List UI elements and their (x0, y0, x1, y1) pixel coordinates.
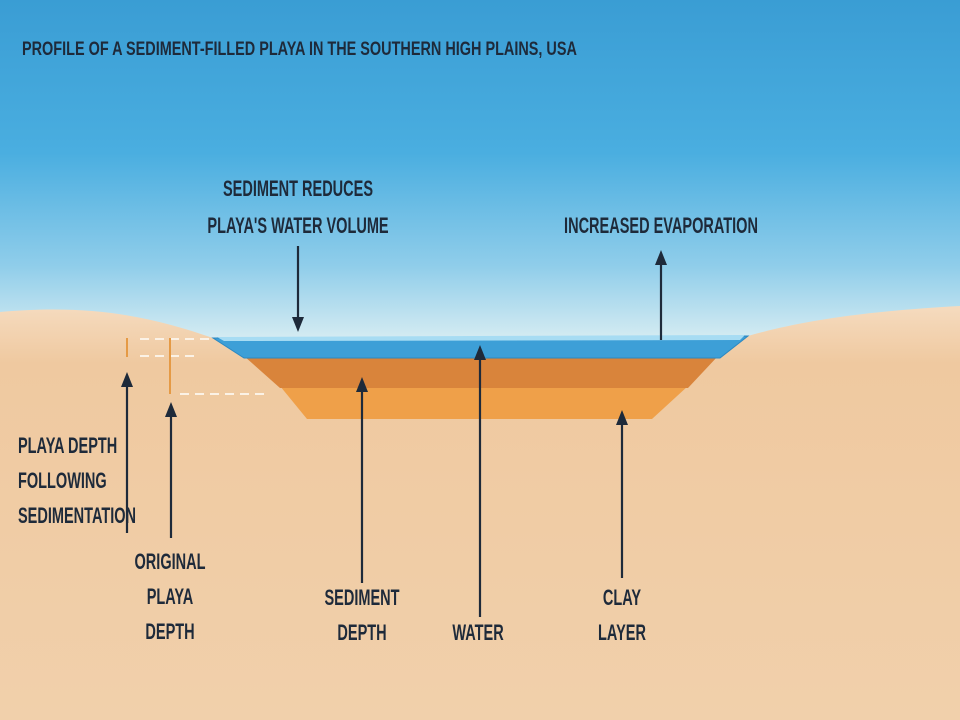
depth-markers (126, 338, 171, 394)
increased-evaporation-text: INCREASED EVAPORATION (564, 213, 758, 238)
arrows (121, 246, 667, 617)
sediment-reduces-label: SEDIMENT REDUCES PLAYA'S WATER VOLUME (192, 170, 403, 244)
diagram-title: PROFILE OF A SEDIMENT-FILLED PLAYA IN TH… (22, 39, 577, 60)
water-arrow (474, 345, 486, 617)
original-playa-depth-label: ORIGINAL PLAYA DEPTH (64, 544, 275, 649)
clay-layer-line-1: CLAY (602, 585, 642, 610)
playa-depth-following-label: PLAYA DEPTH FOLLOWING SEDIMENTATION (18, 428, 136, 533)
sediment-reduces-arrow (292, 246, 304, 332)
sediment-depth-line-1: SEDIMENT (324, 585, 400, 610)
playa-depth-following-line-2: FOLLOWING (18, 468, 107, 493)
following-depth-arrow (121, 372, 133, 533)
clay-layer-line-2: LAYER (598, 620, 646, 645)
sediment-depth-label: SEDIMENT DEPTH (256, 580, 467, 650)
sediment-depth-line-2: DEPTH (337, 620, 387, 645)
water-label: WATER (372, 615, 583, 650)
evaporation-arrow (655, 250, 667, 340)
playa-depth-following-line-1: PLAYA DEPTH (18, 433, 118, 458)
water-surface-highlight (217, 335, 745, 341)
sediment-depth-arrow (356, 377, 368, 583)
original-depth-arrow (165, 402, 177, 538)
sediment-reduces-line-2: PLAYA'S WATER VOLUME (207, 213, 389, 238)
sky (0, 0, 960, 340)
water-text: WATER (452, 620, 504, 645)
playa-depth-following-line-3: SEDIMENTATION (18, 503, 137, 528)
clay-layer (280, 386, 688, 419)
sediment-reduces-line-1: SEDIMENT REDUCES (222, 176, 374, 201)
original-playa-depth-line-3: DEPTH (145, 619, 195, 644)
increased-evaporation-label: INCREASED EVAPORATION (555, 207, 766, 244)
clay-layer-label: CLAY LAYER (516, 580, 727, 650)
clay-layer-arrow (616, 410, 628, 578)
original-playa-depth-line-1: ORIGINAL (134, 549, 206, 574)
original-playa-depth-line-2: PLAYA (146, 584, 194, 609)
